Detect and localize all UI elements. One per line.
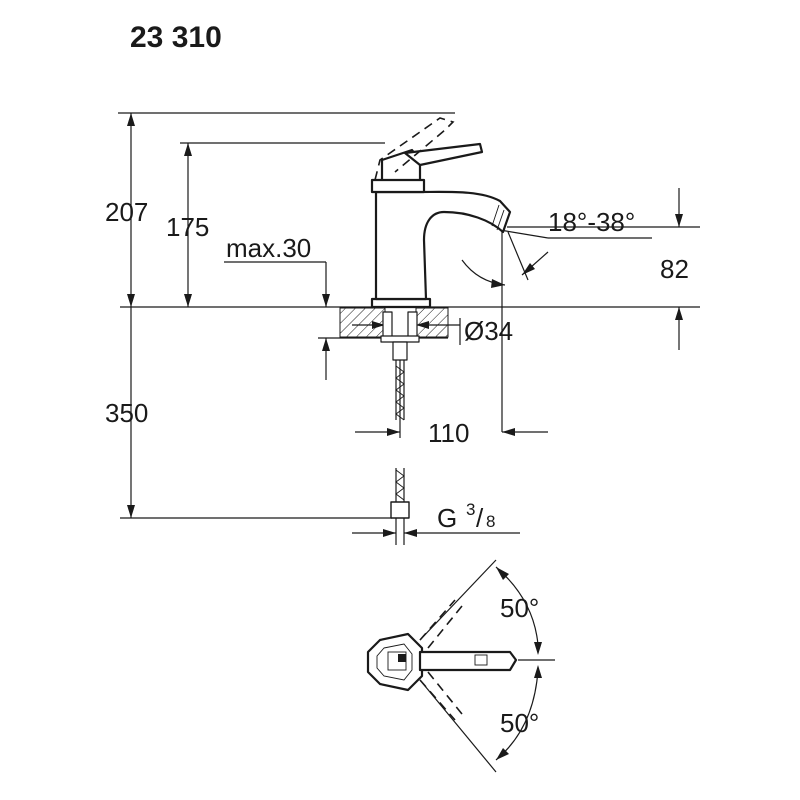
model-number: 23 310	[130, 21, 222, 54]
dimension-max-30: max.30	[224, 233, 330, 380]
dimension-thread: G 3 / 8	[352, 500, 520, 537]
dimension-label-diameter-34: Ø34	[464, 316, 513, 346]
faucet-column-spout	[374, 190, 512, 301]
dimension-label-110: 110	[428, 418, 469, 448]
handle-collar	[370, 178, 426, 194]
handle-position-upper	[419, 599, 456, 641]
dimension-350: 350	[105, 307, 148, 518]
handle-position-upper-edge	[427, 605, 463, 649]
handle-position-lower-edge	[427, 671, 463, 715]
top-plan-view: 50° 50°	[366, 559, 555, 773]
swing-label-upper: 50°	[500, 593, 539, 623]
dimension-label-82: 82	[660, 254, 689, 284]
thread-label-denominator: 8	[486, 512, 495, 531]
dimension-110: 110	[355, 418, 548, 448]
dimension-175: 175	[166, 143, 209, 307]
lever-handle-raised-position	[374, 117, 455, 181]
mounting-hardware	[380, 311, 420, 361]
dimension-label-350: 350	[105, 398, 148, 428]
handle-position-lower	[419, 679, 456, 721]
lever-handle	[403, 142, 484, 167]
side-elevation-view: 207 175 max.30 350	[105, 112, 700, 545]
faucet-body	[370, 117, 512, 309]
deck-section	[339, 307, 449, 338]
dimension-label-175: 175	[166, 212, 209, 242]
aerator-marker	[398, 654, 406, 662]
dimension-82: 82	[660, 188, 689, 350]
dimension-label-max-30: max.30	[226, 233, 311, 263]
base-flange	[370, 297, 432, 309]
thread-label-numerator: 3	[466, 500, 475, 519]
dimension-207: 207	[105, 113, 148, 307]
swing-label-lower: 50°	[500, 708, 539, 738]
flexible-hose	[390, 360, 410, 545]
dimension-label-spout-angle: 18°-38°	[548, 207, 635, 237]
lever-handle-top	[418, 650, 518, 672]
thread-label-g: G	[437, 503, 457, 533]
dimension-spout-angle: 18°-38°	[461, 207, 652, 288]
faucet-top-body	[366, 632, 424, 692]
thread-label-slash: /	[476, 503, 484, 533]
dimension-label-207: 207	[105, 197, 148, 227]
